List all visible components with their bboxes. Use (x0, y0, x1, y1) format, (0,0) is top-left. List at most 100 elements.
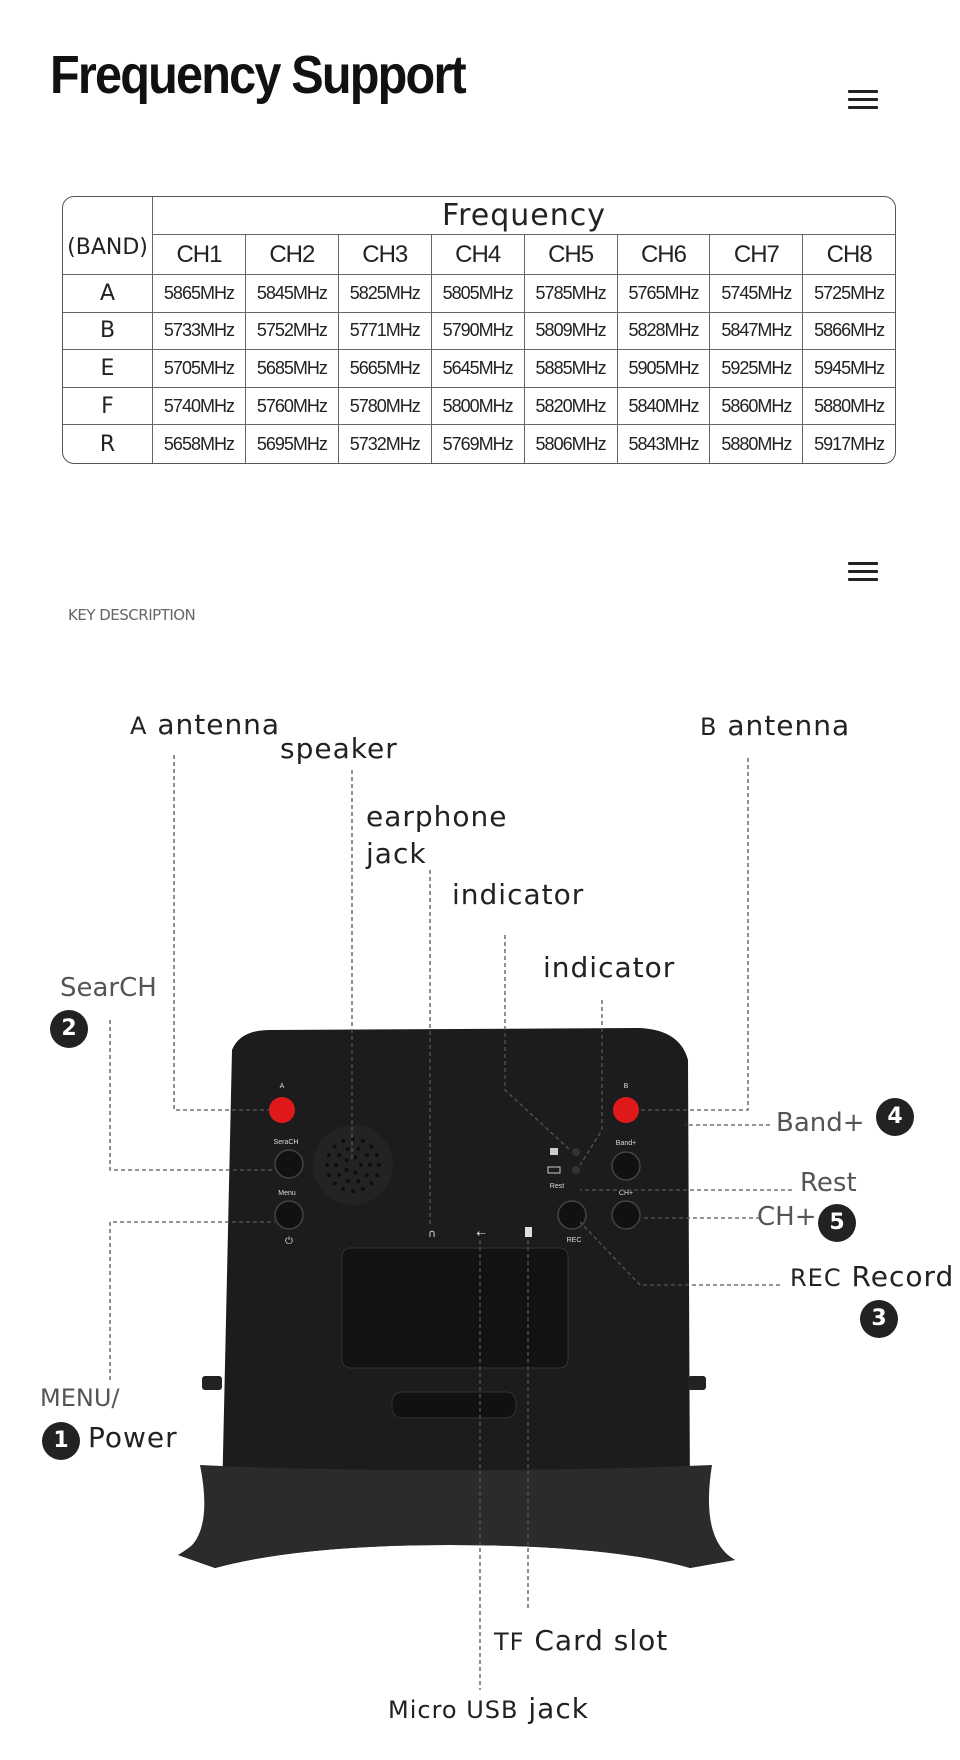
speaker-hole (364, 1153, 369, 1158)
frequency-cell: 5860MHz (710, 387, 804, 426)
band-cell: R (63, 425, 153, 463)
earphone-label: earphone (366, 800, 508, 833)
b-antenna-prefix: B (700, 713, 718, 741)
frequency-cell: 5658MHz (153, 425, 246, 463)
number-badge: 3 (860, 1300, 898, 1338)
speaker-hole (334, 1163, 338, 1167)
speaker-hole (369, 1144, 374, 1149)
speaker-hole (345, 1179, 350, 1184)
frequency-cell: 5769MHz (432, 425, 525, 463)
speaker-hole (326, 1153, 331, 1158)
label-ch: CH+ (619, 1190, 633, 1197)
speaker-hole (360, 1138, 365, 1143)
hamburger-icon[interactable] (848, 90, 878, 110)
indicator-label: indicator (543, 951, 676, 984)
frequency-cell: 5820MHz (524, 387, 618, 426)
frequency-cell: 5780MHz (338, 387, 432, 426)
speaker-hole (341, 1187, 346, 1192)
frequency-cell: 5752MHz (245, 312, 339, 351)
usb-icon: ⇠ (476, 1227, 485, 1240)
power-icon: ⏻ (285, 1236, 293, 1247)
frequency-header: Frequency (153, 197, 895, 235)
band-cell: B (63, 312, 153, 351)
tf-prefix: TF (494, 1628, 525, 1656)
speaker-hole (332, 1144, 337, 1149)
frequency-cell: 5885MHz (524, 350, 618, 388)
label-band: Band+ (616, 1140, 636, 1147)
usb-jack-label: jack (528, 1692, 589, 1725)
frequency-cell: 5765MHz (617, 275, 711, 313)
frequency-cell: 5732MHz (339, 425, 432, 463)
indicator-label: indicator (452, 878, 585, 911)
frequency-cell: 5843MHz (618, 425, 711, 463)
rest-label: Rest (800, 1168, 857, 1198)
search-button[interactable] (274, 1149, 304, 1179)
frequency-cell: 5880MHz (803, 388, 895, 426)
speaker-label: speaker (280, 732, 398, 765)
frequency-cell: 5809MHz (524, 312, 618, 351)
card-slot-label: Card slot (534, 1624, 669, 1657)
frequency-cell: 5805MHz (431, 275, 525, 313)
speaker-hole (359, 1163, 363, 1167)
ch-plus-button[interactable] (611, 1200, 641, 1230)
channel-header: CH6 (617, 235, 711, 275)
search-label: SearCH (60, 973, 157, 1003)
ch-plus-label: CH+ (757, 1202, 817, 1232)
band-plus-button[interactable] (611, 1151, 641, 1181)
label-a: A (280, 1083, 285, 1090)
band-cell: E (63, 350, 153, 388)
frequency-cell: 5866MHz (803, 313, 895, 351)
speaker-hole (356, 1146, 361, 1151)
frequency-cell: 5905MHz (617, 350, 711, 388)
frequency-cell: 5828MHz (617, 312, 711, 351)
speaker-hole (353, 1170, 358, 1175)
antenna-a-button[interactable] (269, 1097, 295, 1123)
speaker-hole (325, 1163, 329, 1167)
frequency-cell: 5800MHz (431, 387, 525, 426)
page-title: Frequency Support (50, 45, 467, 105)
label-rest: Rest (550, 1183, 564, 1190)
number-badge: 4 (876, 1098, 914, 1136)
number-badge: 2 (50, 1010, 88, 1048)
frequency-cell: 5695MHz (246, 425, 339, 463)
frequency-cell: 5806MHz (525, 425, 618, 463)
frequency-cell: 5790MHz (431, 312, 525, 351)
frequency-cell: 5645MHz (431, 350, 525, 388)
number-badge: 5 (818, 1204, 856, 1242)
frequency-cell: 5840MHz (617, 387, 711, 426)
headphone-icon: ∩ (428, 1227, 436, 1240)
channel-header: CH5 (524, 235, 618, 275)
section-title: KEY DESCRIPTION (68, 606, 196, 624)
band-cell: F (63, 387, 153, 426)
rec-button[interactable] (557, 1200, 587, 1230)
leader-lines (109, 755, 792, 1690)
frequency-cell: 5740MHz (153, 387, 246, 426)
b-antenna-label: antenna (727, 709, 851, 742)
label-menu: Menu (278, 1190, 296, 1197)
frequency-cell: 5771MHz (338, 312, 432, 351)
number-badge: 1 (42, 1422, 80, 1460)
hamburger-icon[interactable] (848, 562, 878, 582)
menu-label: MENU/ (40, 1384, 120, 1412)
frequency-cell: 5705MHz (153, 350, 246, 388)
label-search: SeraCH (274, 1139, 299, 1146)
speaker-hole (326, 1172, 331, 1177)
speaker-hole (337, 1153, 342, 1158)
frequency-cell: 5865MHz (153, 275, 246, 313)
menu-power-button[interactable] (274, 1200, 304, 1230)
speaker-hole (345, 1146, 350, 1151)
frequency-cell: 5725MHz (803, 275, 895, 313)
channel-header: CH2 (245, 235, 339, 275)
screen (341, 1247, 569, 1369)
channel-header: CH1 (153, 235, 246, 275)
frequency-cell: 5825MHz (338, 275, 432, 313)
antenna-b-button[interactable] (613, 1097, 639, 1123)
rec-prefix: REC (790, 1264, 842, 1292)
channel-header: CH7 (710, 235, 804, 275)
speaker-hole (360, 1187, 365, 1192)
